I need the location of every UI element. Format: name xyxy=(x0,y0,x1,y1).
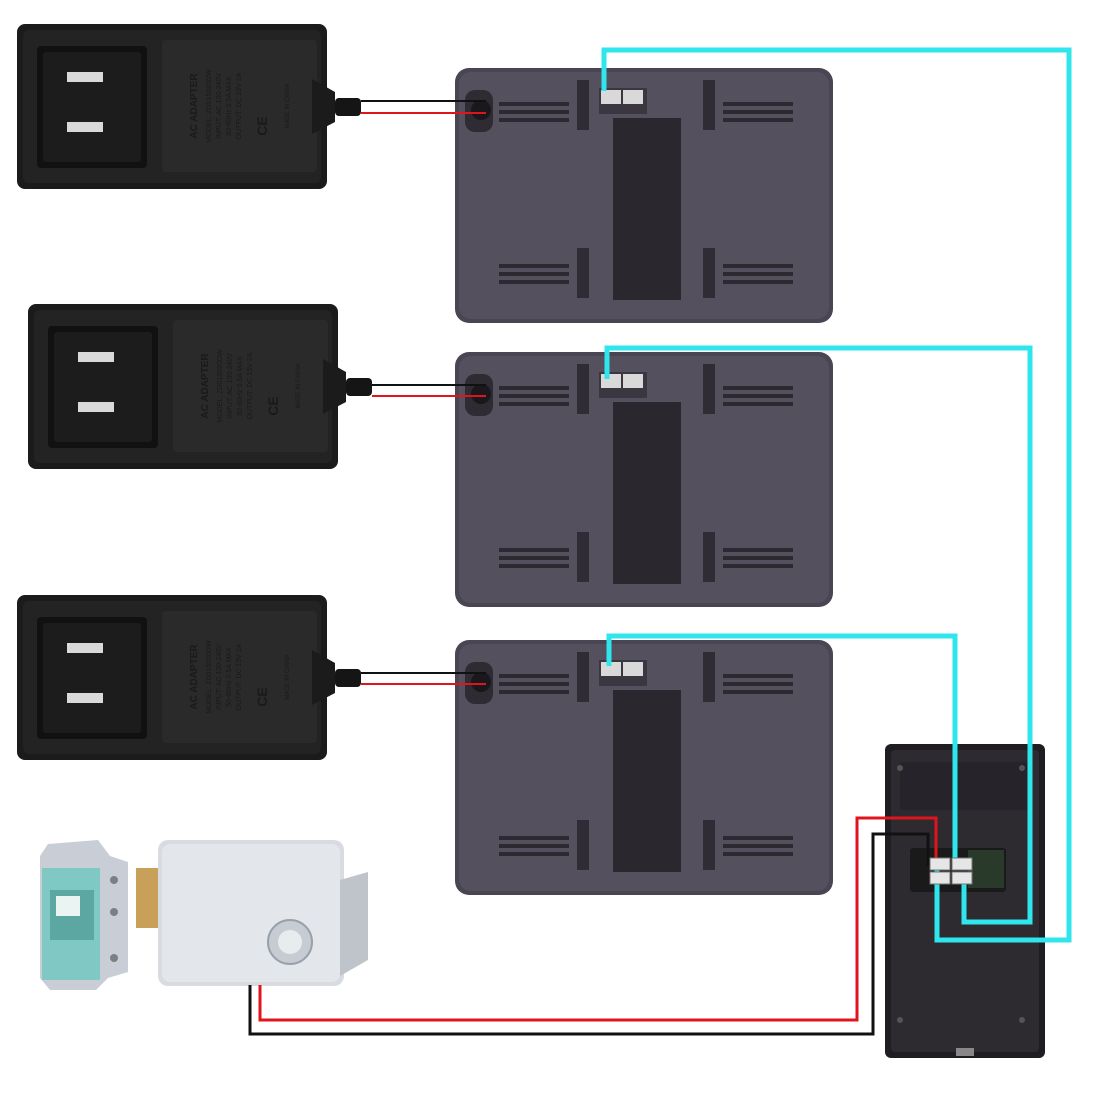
lock-wire-red xyxy=(258,816,938,1022)
svg-text:MODEL: ZD015020DW: MODEL: ZD015020DW xyxy=(206,640,213,714)
electric-door-lock xyxy=(40,840,368,990)
svg-text:50-60Hz 0.5A MAX: 50-60Hz 0.5A MAX xyxy=(237,356,244,416)
svg-text:INPUT: AC 100-240V: INPUT: AC 100-240V xyxy=(216,644,223,710)
signal-wire-monitor-1 xyxy=(601,47,1072,943)
svg-text:MADE IN CHINA: MADE IN CHINA xyxy=(285,654,291,699)
svg-text:OUTPUT: DC 15V 2A: OUTPUT: DC 15V 2A xyxy=(236,72,243,139)
svg-text:OUTPUT: DC 15V 2A: OUTPUT: DC 15V 2A xyxy=(236,643,243,710)
svg-text:CE: CE xyxy=(254,687,270,706)
power-lead-2 xyxy=(372,384,486,397)
svg-text:OUTPUT: DC 15V 2A: OUTPUT: DC 15V 2A xyxy=(247,352,254,419)
svg-text:50-60Hz 0.5A MAX: 50-60Hz 0.5A MAX xyxy=(226,76,233,136)
svg-text:INPUT: AC 100-240V: INPUT: AC 100-240V xyxy=(227,353,234,419)
adapter-label-1: AC ADAPTER MODEL: ZD015020DW INPUT: AC 1… xyxy=(189,69,291,143)
power-adapter-2: AC ADAPTER MODEL: ZD015020DW INPUT: AC 1… xyxy=(28,304,372,469)
svg-text:AC ADAPTER: AC ADAPTER xyxy=(189,73,200,139)
power-lead-1 xyxy=(361,100,486,114)
svg-text:MADE IN CHINA: MADE IN CHINA xyxy=(296,363,302,408)
svg-text:50-60Hz 0.5A MAX: 50-60Hz 0.5A MAX xyxy=(226,647,233,707)
power-lead-3 xyxy=(361,672,486,685)
wiring xyxy=(248,47,1072,1036)
lock-wire-black xyxy=(248,832,930,1036)
svg-text:MODEL: ZD015020DW: MODEL: ZD015020DW xyxy=(217,349,224,423)
svg-text:INPUT: AC 100-240V: INPUT: AC 100-240V xyxy=(216,73,223,139)
signal-wire-monitor-2 xyxy=(604,345,1033,925)
indoor-monitor-1 xyxy=(455,68,833,323)
signal-wire-monitor-3 xyxy=(606,633,958,866)
power-adapter-3: AC ADAPTER MODEL: ZD015020DW INPUT: AC 1… xyxy=(17,595,361,760)
indoor-monitor-2 xyxy=(455,352,833,607)
svg-text:MODEL: ZD015020DW: MODEL: ZD015020DW xyxy=(206,69,213,143)
svg-text:AC ADAPTER: AC ADAPTER xyxy=(200,353,211,419)
power-adapter-1: AC ADAPTER MODEL: ZD015020DW INPUT: AC 1… xyxy=(17,24,361,189)
indoor-monitor-3 xyxy=(455,640,833,895)
svg-text:MADE IN CHINA: MADE IN CHINA xyxy=(285,83,291,128)
svg-text:AC ADAPTER: AC ADAPTER xyxy=(189,644,200,710)
svg-text:CE: CE xyxy=(265,396,281,415)
adapter-label-3: AC ADAPTER MODEL: ZD015020DW INPUT: AC 1… xyxy=(189,640,291,714)
adapter-label-2: AC ADAPTER MODEL: ZD015020DW INPUT: AC 1… xyxy=(200,349,302,423)
svg-text:CE: CE xyxy=(254,116,270,135)
outdoor-terminals xyxy=(929,857,973,885)
